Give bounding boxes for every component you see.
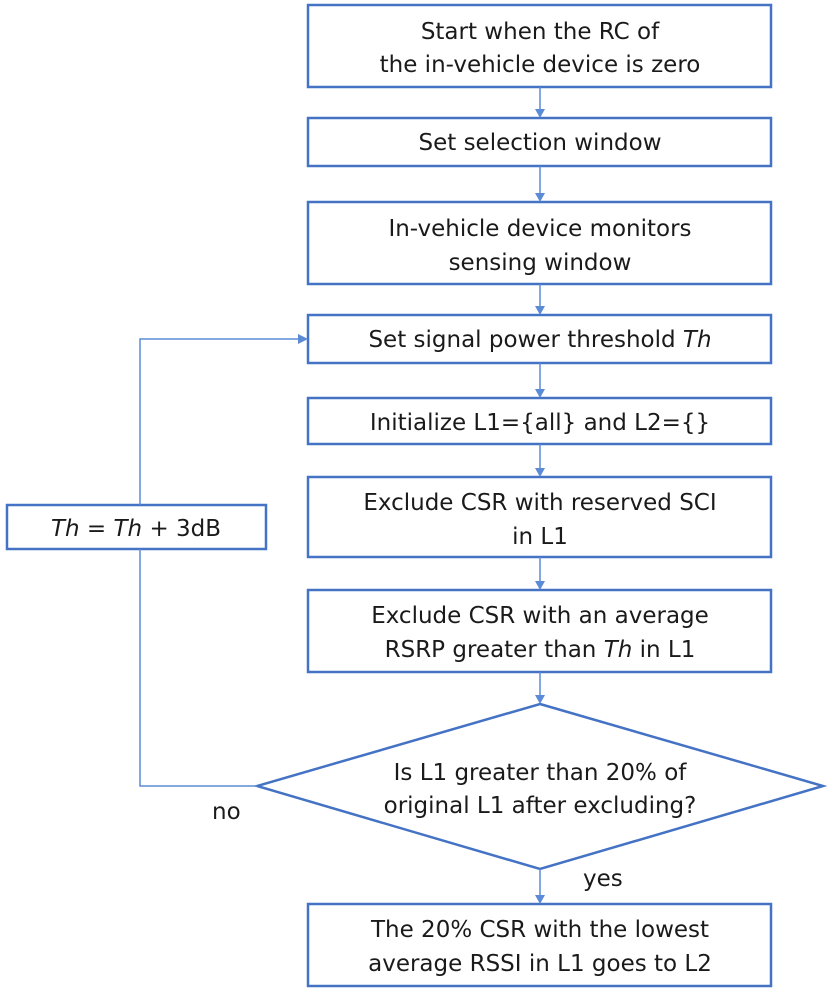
node-decision-line1: Is L1 greater than 20% of xyxy=(394,760,688,786)
increment-var2: Th xyxy=(114,516,143,542)
connector-monitor-to-threshold xyxy=(535,284,545,315)
connector-threshold-to-init xyxy=(535,363,545,398)
node-monitor-sensing: In-vehicle device monitors sensing windo… xyxy=(306,200,773,286)
node-exclude-sci: Exclude CSR with reserved SCI in L1 xyxy=(306,475,773,559)
arrowhead xyxy=(535,581,545,590)
increment-post: + 3dB xyxy=(142,516,221,542)
node-final-line2: average RSSI in L1 goes to L2 xyxy=(368,951,712,977)
node-initialize-label: Initialize L1={all} and L2={} xyxy=(370,410,710,436)
arrowhead xyxy=(535,306,545,315)
node-exclude-sci-line1: Exclude CSR with reserved SCI xyxy=(363,490,716,516)
connector-init-to-exclude-sci xyxy=(535,444,545,477)
node-initialize: Initialize L1={all} and L2={} xyxy=(306,396,773,446)
node-monitor-line2: sensing window xyxy=(449,250,632,276)
threshold-text: Set signal power threshold xyxy=(368,327,682,353)
connector-increment-to-threshold xyxy=(139,334,308,505)
node-exclude-rsrp: Exclude CSR with an average RSRP greater… xyxy=(306,588,773,674)
node-set-threshold: Set signal power threshold Th xyxy=(306,313,773,365)
node-start: Start when the RC of the in-vehicle devi… xyxy=(306,3,773,89)
node-final: The 20% CSR with the lowest average RSSI… xyxy=(306,902,773,988)
connector-selection-to-monitor xyxy=(535,166,545,202)
arrowhead xyxy=(535,895,545,904)
node-monitor-line1: In-vehicle device monitors xyxy=(388,216,691,242)
threshold-var: Th xyxy=(683,327,712,353)
node-set-threshold-label: Set signal power threshold Th xyxy=(368,327,711,353)
arrowhead xyxy=(298,334,308,344)
node-exclude-rsrp-line1: Exclude CSR with an average xyxy=(371,603,709,629)
node-start-line1: Start when the RC of xyxy=(421,19,660,45)
rsrp-line2-pre: RSRP greater than xyxy=(385,637,604,663)
rsrp-line2-post: in L1 xyxy=(632,637,695,663)
increment-mid: = xyxy=(80,516,114,542)
connector-decision-no-loop xyxy=(139,549,257,787)
node-selection-window: Set selection window xyxy=(306,116,773,168)
node-start-line2: the in-vehicle device is zero xyxy=(380,52,701,78)
connector-start-to-selection xyxy=(535,87,545,118)
node-increment-threshold: Th = Th + 3dB xyxy=(5,503,268,551)
rsrp-line2-var: Th xyxy=(604,637,633,663)
increment-var1: Th xyxy=(51,516,80,542)
connector-decision-yes-to-final xyxy=(535,869,545,904)
node-decision: Is L1 greater than 20% of original L1 af… xyxy=(252,702,827,871)
arrowhead xyxy=(535,193,545,202)
arrowhead xyxy=(535,695,545,704)
edge-label-yes: yes xyxy=(583,866,623,892)
arrowhead xyxy=(535,109,545,118)
node-exclude-sci-line2: in L1 xyxy=(512,524,568,550)
connector-rsrp-to-decision xyxy=(535,672,545,704)
node-selection-window-label: Set selection window xyxy=(418,130,661,156)
node-exclude-rsrp-line2: RSRP greater than Th in L1 xyxy=(385,637,696,663)
connector-exclude-sci-to-rsrp xyxy=(535,557,545,590)
edge-label-no: no xyxy=(212,799,241,825)
arrowhead xyxy=(535,468,545,477)
node-increment-label: Th = Th + 3dB xyxy=(51,516,221,542)
node-decision-line2: original L1 after excluding? xyxy=(384,793,697,819)
node-final-line1: The 20% CSR with the lowest xyxy=(370,917,709,943)
arrowhead xyxy=(535,389,545,398)
